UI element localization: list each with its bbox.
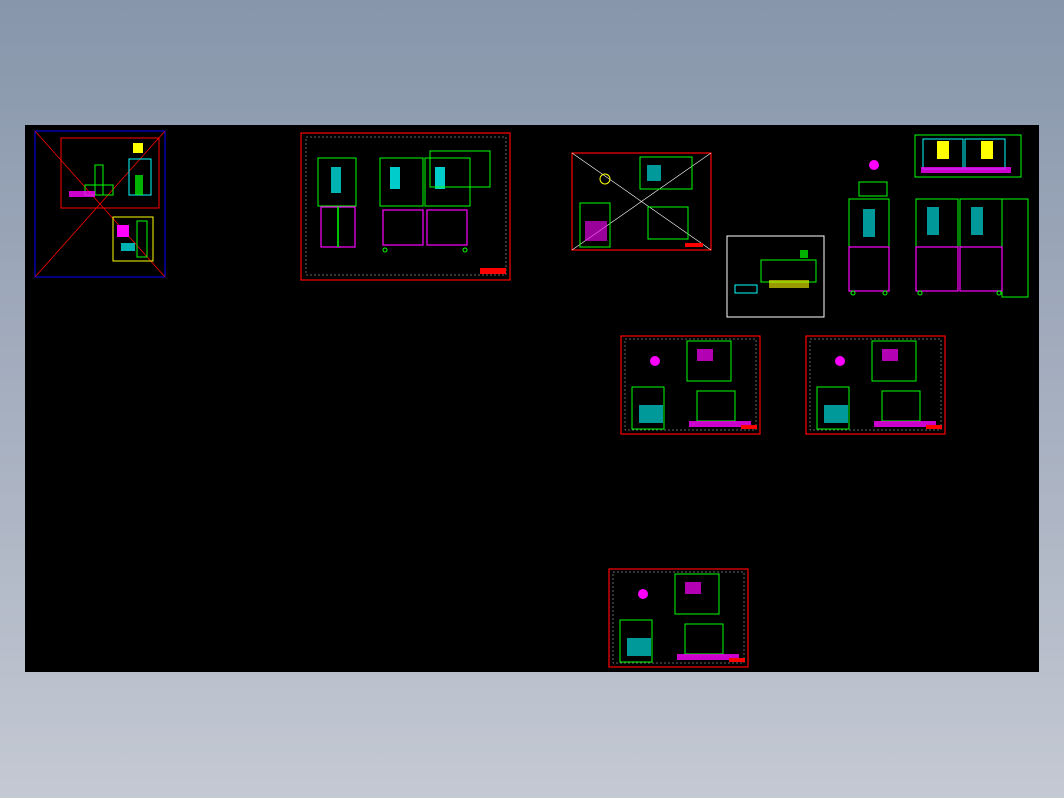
layout-sheet-b[interactable] (620, 335, 761, 435)
drawing-canvas[interactable] (25, 125, 1039, 672)
layout-sheet-d[interactable] (608, 568, 749, 668)
crossed-detail-sheet[interactable] (571, 152, 712, 251)
machine-elevation[interactable] (848, 134, 1029, 298)
layout-sheet-c[interactable] (805, 335, 946, 435)
assembly-sheet[interactable] (300, 132, 511, 281)
part-detail-sheet[interactable] (726, 235, 825, 318)
overview-sheet[interactable] (34, 130, 166, 278)
